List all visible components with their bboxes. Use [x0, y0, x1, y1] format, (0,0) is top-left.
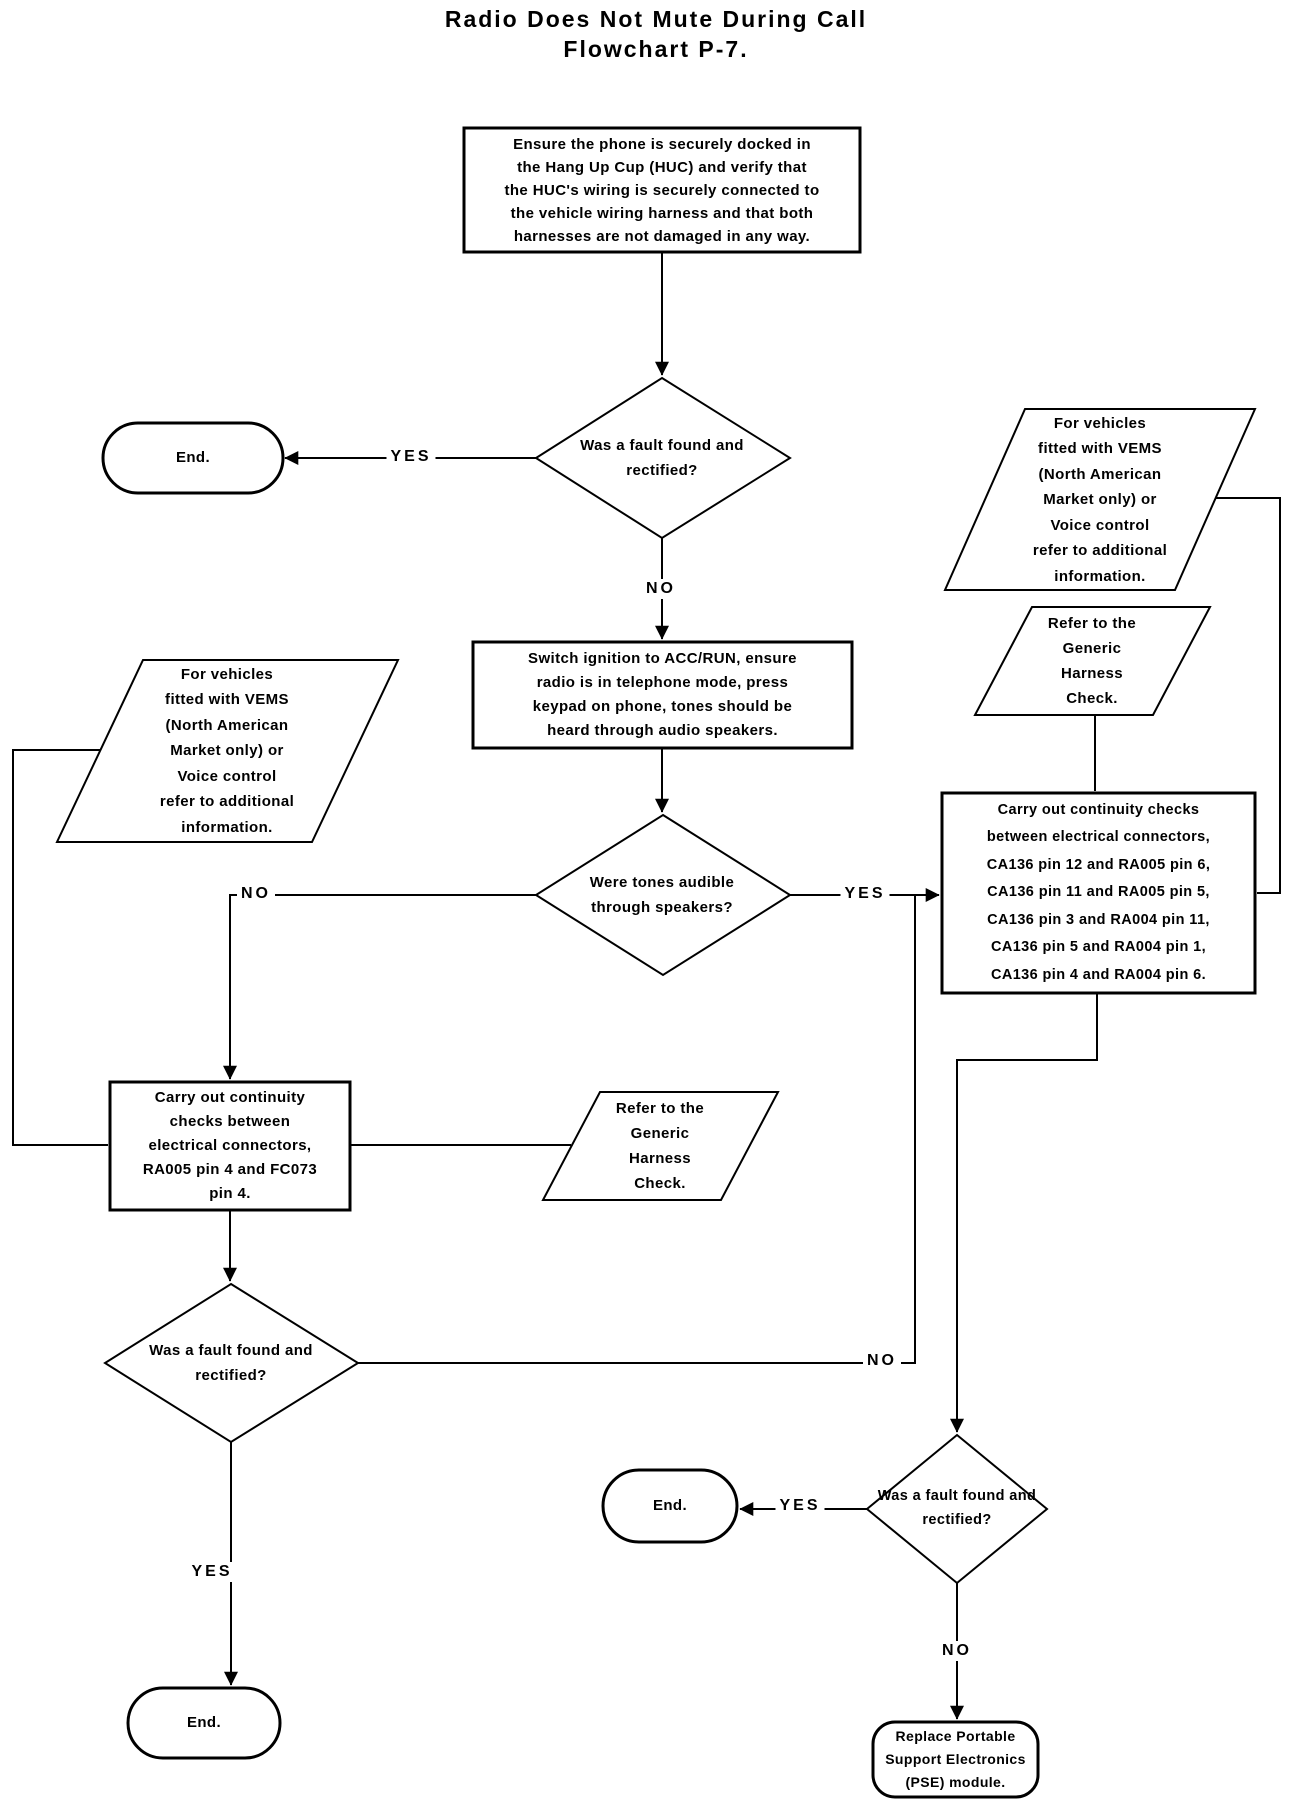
- node-fault-rectified-left: Was a fault found and rectified?: [149, 1342, 313, 1384]
- node-fault-rectified-top: Was a fault found and rectified?: [580, 437, 744, 479]
- edge-label-right-yes: YES: [775, 1496, 825, 1516]
- node-continuity-single: Carry out continuity checks between elec…: [142, 1089, 318, 1202]
- node-vems-info-left: For vehicles fitted with VEMS (North Ame…: [159, 665, 295, 836]
- node-generic-harness-mid: Refer to the Generic Harness Check.: [615, 1100, 705, 1192]
- node-fault-rectified-right: Was a fault found and rectified?: [877, 1488, 1037, 1528]
- title-line-2: Flowchart P-7.: [563, 36, 749, 62]
- decision-fault-left-shape: [103, 1282, 360, 1444]
- reference-harness-right-shape: [973, 606, 1212, 716]
- edge-label-tones-yes: YES: [840, 884, 890, 904]
- node-continuity-multi: Carry out continuity checks between elec…: [986, 801, 1211, 983]
- node-end-left: End.: [186, 1714, 222, 1731]
- edge-tones-no-to-continuity-single: [223, 894, 536, 1080]
- process-ensure-docked-shape: [462, 126, 862, 254]
- edge-label-right-no: NO: [938, 1641, 976, 1661]
- decision-fault-top-shape: [534, 376, 792, 540]
- node-vems-info-right: For vehicles fitted with VEMS (North Ame…: [1032, 414, 1168, 585]
- process-continuity-single-shape: [108, 1080, 352, 1212]
- node-tones-audible: Were tones audible through speakers?: [589, 874, 735, 916]
- edge-continuity-multi-to-decision: [950, 993, 1098, 1433]
- reference-harness-mid-shape: [541, 1091, 780, 1201]
- terminator-end-top-shape: [101, 421, 285, 495]
- node-end-right: End.: [652, 1497, 688, 1514]
- flowchart-title: Radio Does Not Mute During Call Flowchar…: [296, 4, 1016, 64]
- edge-label-left-yes: YES: [187, 1562, 237, 1582]
- decision-fault-right-shape: [865, 1433, 1049, 1585]
- decision-tones-audible-shape: [534, 813, 792, 977]
- reference-vems-left-shape: [55, 659, 400, 843]
- node-replace-pse: Replace Portable Support Electronics (PS…: [885, 1728, 1026, 1790]
- node-end-top: End.: [175, 449, 211, 466]
- edge-left-no-return: [358, 896, 916, 1364]
- edge-label-tones-no: NO: [237, 884, 275, 904]
- reference-vems-right-shape: [943, 408, 1257, 591]
- node-ensure-docked: Ensure the phone is securely docked in t…: [504, 135, 820, 245]
- title-line-1: Radio Does Not Mute During Call: [444, 6, 868, 32]
- flowchart-shapes: [55, 126, 1257, 1799]
- terminator-replace-pse-shape: [871, 1720, 1040, 1799]
- edge-label-top-yes: YES: [386, 447, 436, 467]
- edge-label-top-no: NO: [642, 579, 680, 599]
- node-generic-harness-right: Refer to the Generic Harness Check.: [1047, 615, 1137, 707]
- process-continuity-multi-shape: [940, 791, 1257, 995]
- edge-label-left-no: NO: [863, 1351, 901, 1371]
- node-switch-ignition: Switch ignition to ACC/RUN, ensure radio…: [528, 650, 797, 739]
- edge-vems-right-link: [1216, 497, 1281, 894]
- edge-vems-left-link: [12, 749, 108, 1146]
- terminator-end-right-shape: [601, 1468, 739, 1544]
- terminator-end-left-shape: [126, 1686, 282, 1760]
- process-switch-ignition-shape: [471, 640, 854, 750]
